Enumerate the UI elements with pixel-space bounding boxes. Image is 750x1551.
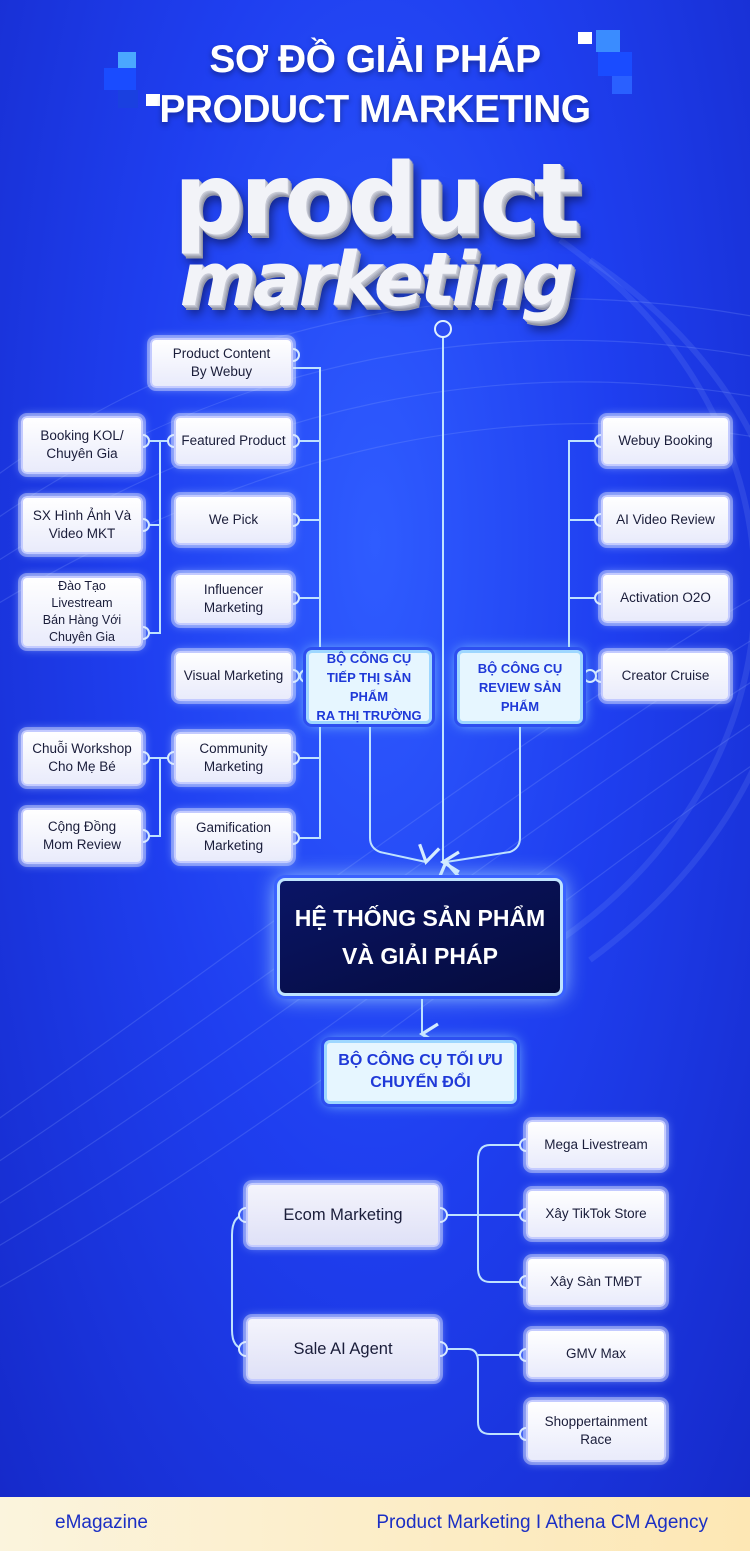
market-item-community-marketing: Community Marketing: [174, 732, 293, 784]
featured-subitem-image-video: SX Hình Ảnh Và Video MKT: [21, 496, 143, 554]
review-item-creator-cruise: Creator Cruise: [601, 651, 730, 701]
ecom-subitem-mega-livestream: Mega Livestream: [526, 1120, 666, 1170]
title-line-1: SƠ ĐỒ GIẢI PHÁP: [209, 38, 541, 81]
optimize-item-ecom-marketing: Ecom Marketing: [246, 1183, 440, 1247]
market-item-gamification-marketing: Gamification Marketing: [174, 811, 293, 863]
optimize-item-sale-ai-agent: Sale AI Agent: [246, 1317, 440, 1381]
market-item-we-pick: We Pick: [174, 495, 293, 545]
market-item-influencer-marketing: Influencer Marketing: [174, 573, 293, 625]
tool-box-market: BỘ CÔNG CỤ TIẾP THỊ SẢN PHẨM RA THỊ TRƯỜ…: [306, 650, 432, 724]
footer-credit: Product Marketing I Athena CM Agency: [376, 1512, 708, 1533]
ecom-subitem-tiktok-store: Xây TikTok Store: [526, 1189, 666, 1239]
market-item-featured-product: Featured Product: [174, 416, 293, 466]
footer-bar: eMagazine Product Marketing I Athena CM …: [0, 1497, 750, 1551]
review-item-webuy-booking: Webuy Booking: [601, 416, 730, 466]
pixel-block-decoration-left: [104, 52, 160, 108]
market-item-visual-marketing: Visual Marketing: [174, 651, 293, 701]
featured-subitem-livestream-training: Đào Tạo Livestream Bán Hàng Với Chuyên G…: [21, 576, 143, 648]
sale-subitem-gmv-max: GMV Max: [526, 1329, 666, 1379]
footer-emagazine: eMagazine: [55, 1512, 148, 1533]
pixel-block-decoration-right: [578, 30, 632, 94]
review-item-activation-o2o: Activation O2O: [601, 573, 730, 623]
tool-box-optimize: BỘ CÔNG CỤ TỐI ƯU CHUYỂN ĐỔI: [324, 1040, 517, 1104]
community-subitem-workshop: Chuỗi Workshop Cho Mẹ Bé: [21, 730, 143, 786]
tool-box-review: BỘ CÔNG CỤ REVIEW SẢN PHẨM: [457, 650, 583, 724]
community-subitem-mom-review: Cộng Đồng Mom Review: [21, 808, 143, 864]
logo-word-product: product: [173, 143, 581, 257]
featured-subitem-booking-kol: Booking KOL/ Chuyên Gia: [21, 416, 143, 474]
logo-word-marketing: marketing: [179, 237, 575, 323]
ecom-subitem-tmdt: Xây Sàn TMĐT: [526, 1257, 666, 1307]
center-node-product-system: HỆ THỐNG SẢN PHẨM VÀ GIẢI PHÁP: [277, 878, 563, 996]
review-item-ai-video-review: AI Video Review: [601, 495, 730, 545]
sale-subitem-shoppertainment-race: Shoppertainment Race: [526, 1400, 666, 1462]
market-item-product-content: Product Content By Webuy: [150, 338, 293, 388]
title-line-2: PRODUCT MARKETING: [159, 88, 591, 131]
